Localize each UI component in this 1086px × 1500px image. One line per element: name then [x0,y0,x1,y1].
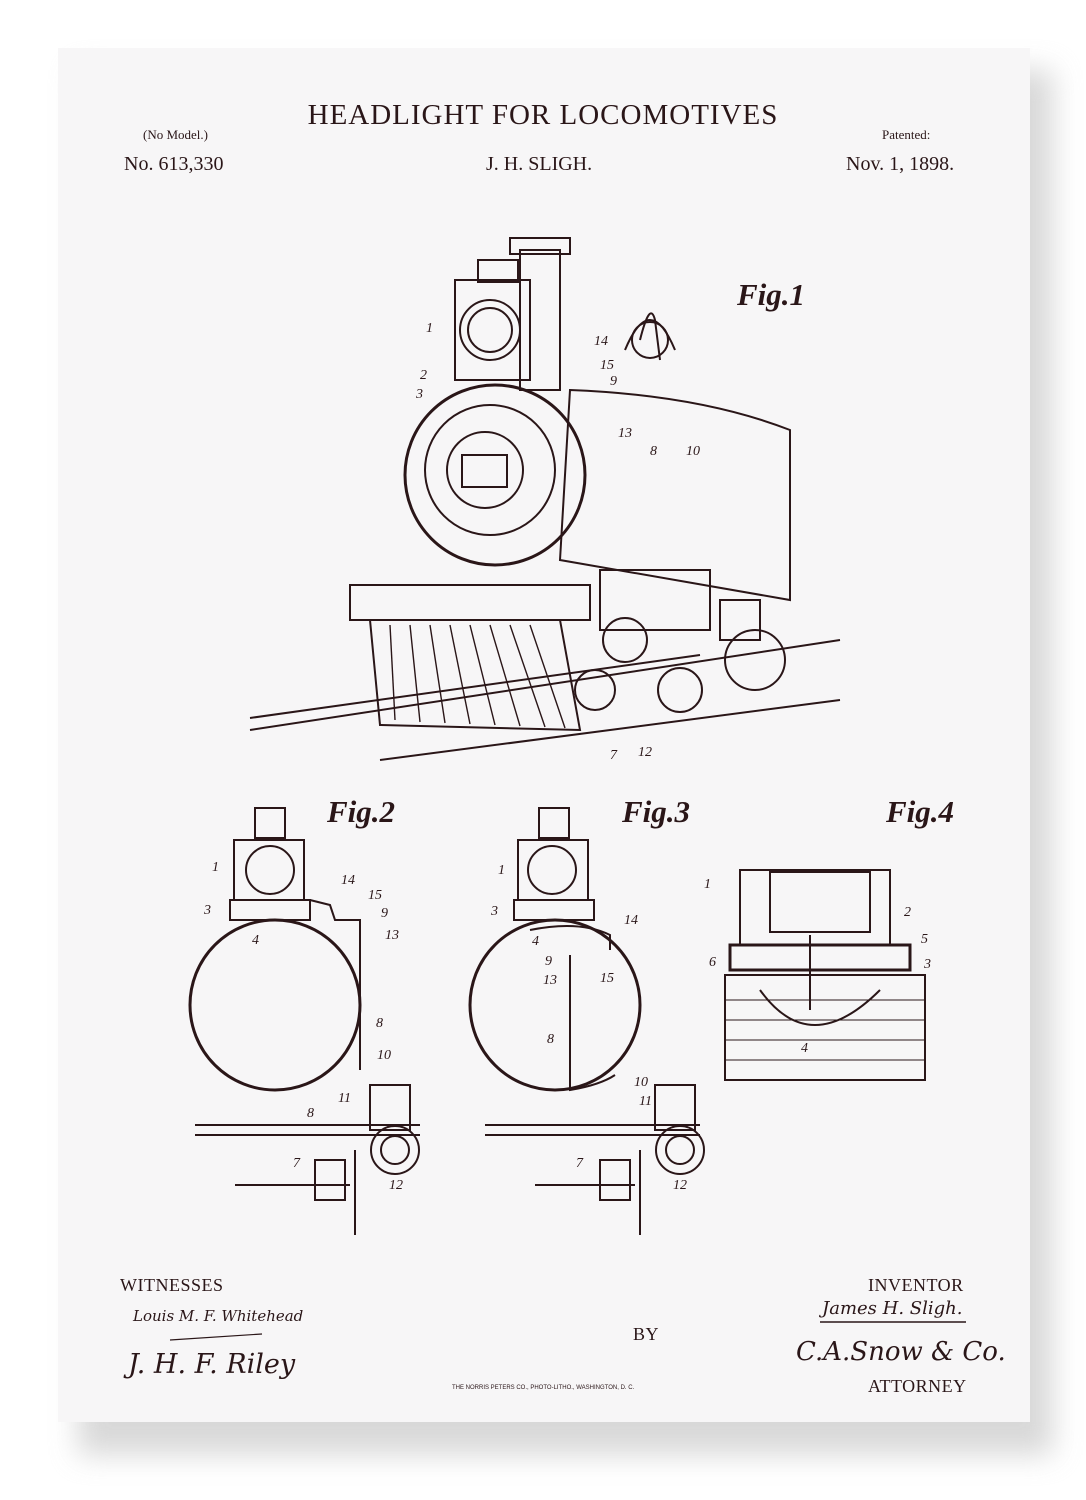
fig3-callout: 13 [543,973,557,988]
fig4-callout: 1 [704,877,711,892]
fig1-callout: 8 [650,444,657,459]
fig1-callout: 15 [600,358,614,373]
fig3-drawing [468,807,705,1235]
fig2-callout: 14 [341,873,355,888]
fig1-callout: 13 [618,426,632,441]
fig1-callout: 1 [426,321,433,336]
fig4-callout: 3 [924,957,931,972]
fig1-locomotive-drawing [249,237,841,761]
fig4-label: Fig.4 [886,794,955,829]
attorney-label: ATTORNEY [868,1376,967,1396]
fig2-callout: 8 [307,1106,314,1121]
fig3-callout: 15 [600,971,614,986]
fig4-callout: 6 [709,955,716,970]
fig3-callout: 8 [547,1032,554,1047]
fig2-callout: 10 [377,1048,391,1063]
by-label: BY [633,1324,660,1344]
patent-date: Nov. 1, 1898. [846,153,955,175]
witness-signature-underline [169,1333,263,1341]
fig3-label: Fig.3 [622,794,691,829]
fig1-callout: 3 [416,387,423,402]
printer-credit: THE NORRIS PETERS CO., PHOTO-LITHO., WAS… [452,1385,635,1391]
witnesses-label: WITNESSES [120,1275,224,1295]
witness-2-signature: J. H. F. Riley [128,1349,296,1380]
fig2-callout: 13 [385,928,399,943]
fig3-callout: 11 [639,1094,652,1109]
fig1-callout: 7 [610,748,617,763]
fig1-callout: 12 [638,745,652,760]
fig2-callout: 8 [376,1016,383,1031]
patented-label: Patented: [882,127,931,142]
fig3-callout: 12 [673,1178,687,1193]
patent-sheet [58,48,1030,1422]
fig2-callout: 4 [252,933,259,948]
fig2-label: Fig.2 [327,794,396,829]
fig3-callout: 14 [624,913,638,928]
fig4-drawing [724,869,926,1081]
fig1-callout: 14 [594,334,608,349]
fig2-callout: 15 [368,888,382,903]
witness-1-signature: Louis M. F. Whitehead [133,1307,304,1325]
inventor-name: J. H. SLIGH. [486,153,593,175]
inventor-label: INVENTOR [868,1275,964,1295]
fig3-callout: 1 [498,863,505,878]
fig3-callout: 4 [532,934,539,949]
fig3-callout: 7 [576,1156,583,1171]
fig1-callout: 10 [686,444,700,459]
fig2-callout: 7 [293,1156,300,1171]
fig2-callout: 3 [204,903,211,918]
fig2-callout: 11 [338,1091,351,1106]
fig4-callout: 2 [904,905,911,920]
fig4-callout: 5 [921,932,928,947]
attorney-signature: C.A.Snow & Co. [796,1337,1006,1367]
fig3-callout: 9 [545,954,552,969]
fig1-callout: 2 [420,368,427,383]
fig2-callout: 1 [212,860,219,875]
fig3-callout: 3 [491,904,498,919]
fig2-callout: 12 [389,1178,403,1193]
fig2-drawing [188,807,420,1235]
fig1-callout: 9 [610,374,617,389]
patent-number: No. 613,330 [124,153,224,175]
fig2-callout: 9 [381,906,388,921]
model-note: (No Model.) [143,127,208,142]
fig4-callout: 4 [801,1041,808,1056]
fig3-callout: 10 [634,1075,648,1090]
inventor-signature: James H. Sligh. [822,1298,963,1319]
patent-title: HEADLIGHT FOR LOCOMOTIVES [307,99,779,131]
fig1-label: Fig.1 [737,277,806,312]
